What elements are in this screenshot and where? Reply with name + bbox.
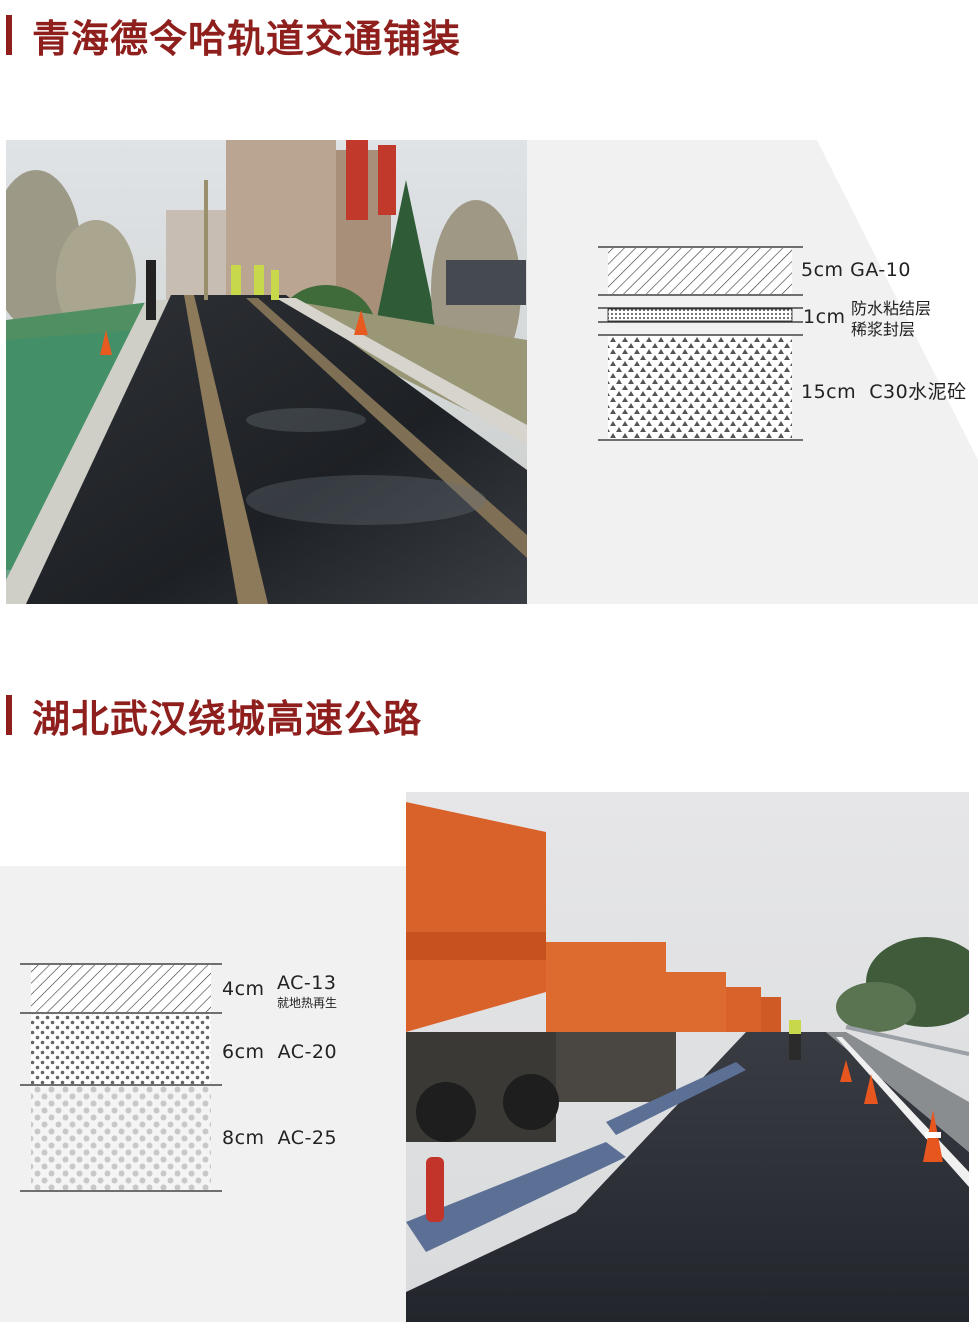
- s2-layer-3-thickness: 8cm: [222, 1127, 265, 1149]
- section-2-heading: 湖北武汉绕城高速公路: [6, 690, 423, 741]
- s2-layer-3-label: 8cm AC-25: [222, 1127, 337, 1149]
- layer-2-material-2: 稀浆封层: [851, 320, 916, 339]
- s2-layer-1-note: 就地热再生: [277, 996, 338, 1010]
- s2-layer-3-material: AC-25: [277, 1127, 338, 1149]
- layer-1-thickness: 5cm: [801, 259, 844, 281]
- title-accent-bar: [6, 695, 12, 735]
- section-2-title: 湖北武汉绕城高速公路: [32, 696, 423, 741]
- s2-layer-1-material: AC-13: [277, 972, 337, 994]
- layer-3-thickness: 15cm: [801, 381, 857, 403]
- s2-layer-1-thickness: 4cm: [222, 978, 265, 1000]
- highway-paving-photo: [406, 792, 969, 1322]
- section-1-title: 青海德令哈轨道交通铺装: [32, 16, 462, 61]
- title-accent-bar: [6, 15, 12, 55]
- layer-1-label: 5cm GA-10: [801, 259, 911, 281]
- rail-track-paving-photo: [6, 140, 527, 604]
- section-1-layer-diagram: [598, 246, 803, 441]
- s2-layer-2-label: 6cm AC-20: [222, 1041, 337, 1063]
- section-1-heading: 青海德令哈轨道交通铺装: [6, 10, 462, 61]
- section-2-layer-diagram: [20, 963, 222, 1192]
- layer-1-material: GA-10: [850, 259, 911, 281]
- layer-2-material-1: 防水粘结层: [851, 299, 932, 318]
- s2-layer-2-thickness: 6cm: [222, 1041, 265, 1063]
- layer-2-thickness: 1cm: [803, 306, 846, 328]
- layer-3-material: C30水泥砼: [869, 381, 967, 403]
- layer-3-label: 15cm C30水泥砼: [801, 377, 967, 404]
- s2-layer-2-material: AC-20: [277, 1041, 338, 1063]
